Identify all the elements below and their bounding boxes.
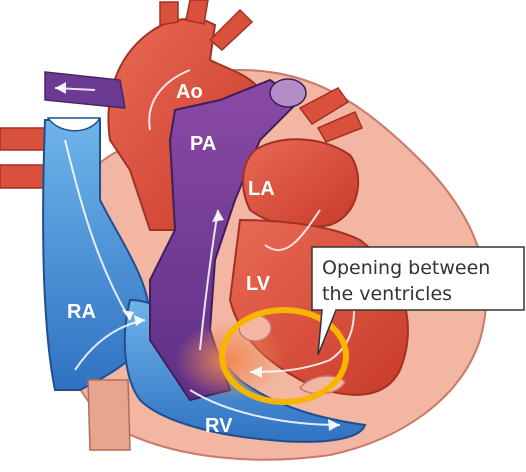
label-right-atrium: RA	[67, 301, 96, 323]
label-aorta: Ao	[176, 81, 203, 103]
label-left-ventricle: LV	[246, 273, 271, 295]
aorta-branch-1	[160, 2, 178, 25]
aorta-branch-2	[186, 0, 208, 24]
label-right-ventricle: RV	[205, 415, 233, 437]
callout-line-1: Opening between	[322, 257, 490, 279]
callout-line-2: the ventricles	[322, 283, 452, 305]
aorta-branch-3	[210, 10, 252, 50]
label-left-atrium: LA	[248, 178, 275, 200]
inferior-vena-cava	[88, 380, 130, 450]
pulmonary-artery-opening	[270, 79, 306, 107]
label-pulmonary-artery: PA	[190, 133, 216, 155]
